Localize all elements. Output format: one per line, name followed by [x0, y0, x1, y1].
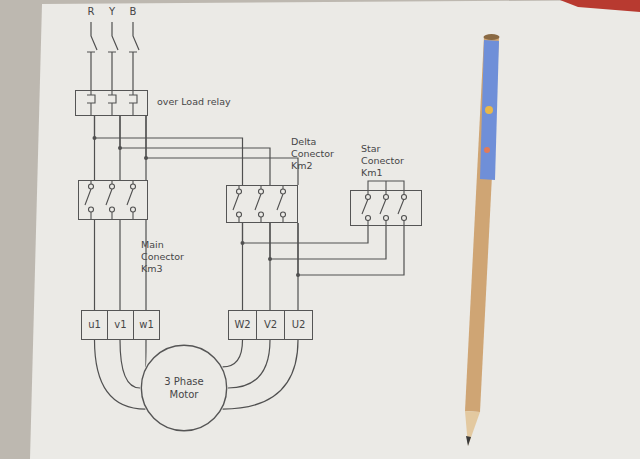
terminal-label: w1 — [133, 311, 159, 339]
contactor-label: Star Conector Km1 — [361, 143, 419, 179]
wire — [223, 340, 298, 409]
motor-circle-outline — [141, 345, 226, 430]
delta-contactor-box: Delta Conector Km2 — [226, 185, 298, 223]
wire — [120, 116, 270, 185]
junction-dot — [268, 257, 272, 261]
wire-connector — [93, 116, 299, 185]
contactor-label: over Load relay — [157, 96, 231, 108]
phase-label: R — [86, 6, 96, 17]
junction-dot — [144, 156, 148, 160]
junction-dot — [118, 146, 122, 150]
wire — [146, 116, 298, 185]
wire — [243, 223, 369, 243]
terminal-label: v1 — [107, 311, 133, 339]
wire — [95, 340, 146, 409]
terminal-label: U2 — [284, 311, 312, 339]
wire — [145, 340, 147, 367]
wire-connector — [223, 340, 298, 409]
phase-label: Y — [107, 6, 117, 17]
terminal-box: W2V2U2 — [228, 310, 313, 340]
junction-dot — [241, 241, 245, 245]
main-contactor-box: Main Conector Km3 — [78, 180, 148, 220]
star-contacts — [362, 181, 407, 226]
wire-connector — [95, 340, 147, 409]
phase-label: B — [128, 6, 138, 17]
ruler-edge — [560, 0, 640, 12]
wire — [270, 223, 386, 259]
terminal-label: V2 — [256, 311, 284, 339]
wire-connector — [241, 223, 405, 277]
supply-switch — [87, 22, 139, 90]
star-contactor-box: Star Conector Km1 — [350, 190, 422, 226]
wire-connector — [95, 220, 147, 310]
overload-contacts — [87, 90, 137, 116]
wire — [95, 116, 243, 185]
wire — [94, 220, 95, 310]
wire — [120, 340, 140, 388]
wire — [228, 340, 270, 388]
contactor-label: Main Conector Km3 — [141, 239, 199, 275]
junction-dot — [93, 136, 97, 140]
pencil — [465, 34, 500, 446]
motor-circle: 3 Phase Motor — [140, 344, 228, 432]
paper-sheet — [30, 0, 640, 459]
wire — [223, 340, 243, 367]
motor-label: 3 Phase Motor — [153, 376, 215, 401]
contactor-label: Delta Conector Km2 — [291, 136, 347, 172]
wire — [298, 223, 404, 275]
terminal-box: u1v1w1 — [81, 310, 160, 340]
junction-dot — [296, 273, 300, 277]
overload-relay-box: over Load relay — [75, 90, 148, 116]
terminal-label: u1 — [82, 311, 107, 339]
terminal-label: W2 — [229, 311, 256, 339]
main-contacts — [85, 180, 136, 220]
delta-contacts — [233, 185, 286, 223]
wire — [119, 220, 120, 310]
